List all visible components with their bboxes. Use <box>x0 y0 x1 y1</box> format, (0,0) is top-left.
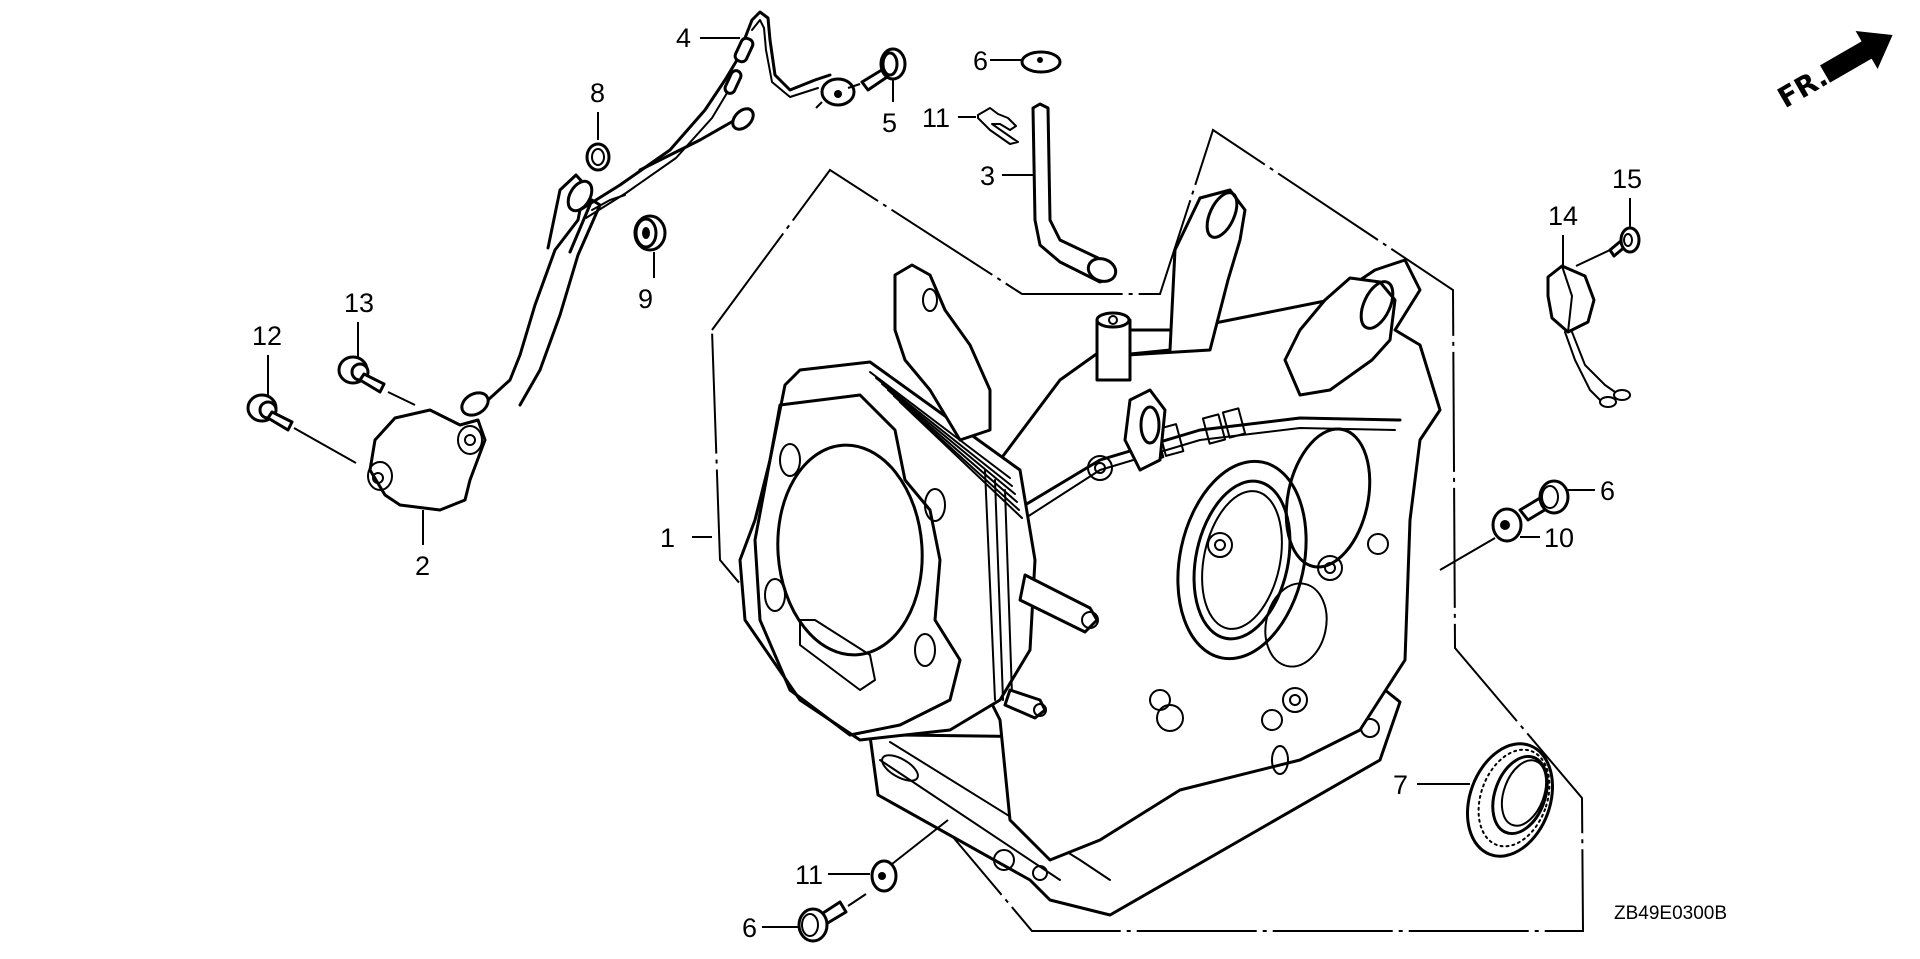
condenser-screw-15: 15 <box>1608 164 1642 258</box>
callout-number: 12 <box>252 321 282 351</box>
switch-housing-2: 2 <box>367 173 626 581</box>
arrow-right-icon <box>1820 30 1893 83</box>
flange-bolt-5: 5 <box>847 47 907 138</box>
callout-number: 6 <box>973 46 988 76</box>
bolt-13-right: 13 <box>337 288 416 406</box>
callout-number: 9 <box>638 284 653 314</box>
drain-bolt-6-right: 6 <box>1518 476 1615 522</box>
callout-number: 6 <box>1600 476 1615 506</box>
callout-number: 15 <box>1612 164 1642 194</box>
assembly-boundary <box>711 128 1585 932</box>
callout-number: 8 <box>590 78 605 108</box>
callout-number: 13 <box>344 288 374 318</box>
drawing-code: ZB49E0300B <box>1614 903 1727 924</box>
condenser-14: 14 <box>1546 201 1631 408</box>
callout-number: 4 <box>676 23 691 53</box>
callout-4: 4 <box>676 23 740 53</box>
callout-number: 5 <box>882 108 897 138</box>
callout-number: 3 <box>980 161 995 191</box>
oil-seal-8: 7 <box>1393 742 1555 858</box>
front-direction-indicator: FR. <box>1772 30 1893 115</box>
callout-number: 14 <box>1548 201 1578 231</box>
grommet-nut-10: 9 <box>633 214 667 314</box>
clip-12: 11 <box>922 103 1019 145</box>
callout-number: 7 <box>1393 770 1408 800</box>
drain-bolt-6-bottom: 6 2 <box>742 893 867 943</box>
callout-number: 10 <box>1544 523 1574 553</box>
washer-11-right: 10 <box>1439 507 1574 571</box>
governor-shaft-3: 3 <box>980 102 1118 284</box>
bolt-13-left: 12 <box>246 321 357 464</box>
callout-number: 11 <box>795 860 823 890</box>
washer-11-bottom: 11 <box>795 819 949 893</box>
callout-1: 1 <box>660 523 712 553</box>
washer-7: 6 <box>973 46 1062 76</box>
callout-number: 6 <box>742 913 757 943</box>
callout-number: 2 <box>415 551 430 581</box>
wire-harness <box>578 10 856 219</box>
crankcase-block <box>738 188 1442 917</box>
callout-number: 11 <box>922 103 950 133</box>
o-ring-9: 8 <box>585 78 611 172</box>
callout-number: 1 <box>660 523 675 553</box>
